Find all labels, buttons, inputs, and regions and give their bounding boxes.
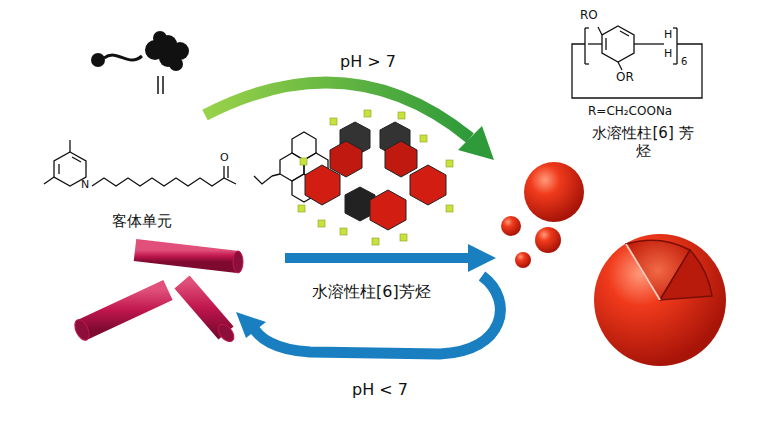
reagent-label: 水溶性柱[6]芳烃 bbox=[312, 282, 431, 301]
condition-label: pH < 7 bbox=[352, 380, 408, 399]
nanotubes bbox=[72, 250, 243, 345]
compound-label: 水溶性柱[6] 芳烃 bbox=[588, 124, 698, 160]
reverse-arrows bbox=[236, 244, 500, 354]
atom-label: O bbox=[220, 151, 229, 164]
atom-label: N bbox=[81, 178, 89, 191]
guest-structure bbox=[44, 132, 328, 202]
atom-label: H bbox=[664, 28, 672, 41]
component-label: 客体单元 bbox=[112, 212, 172, 230]
formula-label: R=CH₂COONa bbox=[588, 104, 672, 118]
substituent-label: RO bbox=[580, 8, 598, 22]
pillararene-model bbox=[298, 110, 453, 245]
guest-icon bbox=[91, 31, 189, 94]
subscript-label: 6 bbox=[681, 56, 687, 68]
condition-label: pH > 7 bbox=[340, 52, 396, 71]
atom-label: H bbox=[664, 47, 672, 60]
substituent-label: OR bbox=[616, 70, 634, 84]
vesicles bbox=[501, 162, 726, 366]
host-structure bbox=[572, 26, 702, 98]
